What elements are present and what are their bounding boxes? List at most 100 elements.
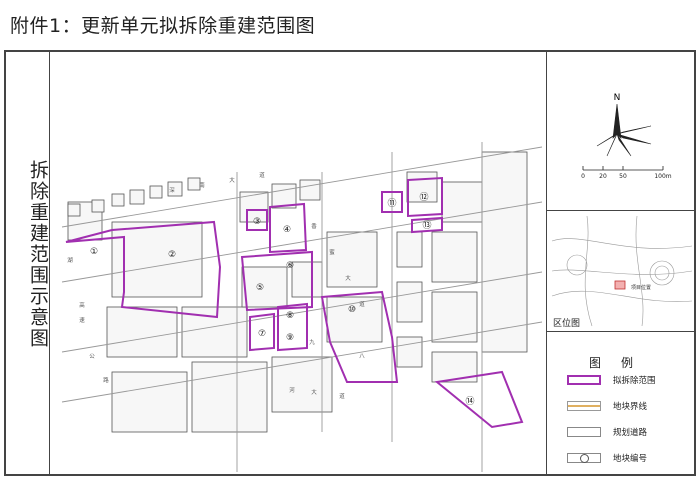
parcel-number: ③ — [253, 217, 261, 227]
building-block — [396, 231, 423, 268]
parcel-number: ① — [90, 247, 98, 257]
road-label: 公 — [89, 354, 95, 360]
scale-tick: 50 — [619, 173, 627, 180]
road-label: 道 — [339, 392, 345, 400]
parcel-number: ⑨ — [286, 333, 294, 343]
demolition-boundary-4 — [269, 202, 308, 254]
road-label: 河 — [289, 386, 295, 394]
road-label: 道 — [259, 171, 265, 179]
building — [129, 189, 145, 205]
building-block — [431, 291, 478, 343]
parcel-number: ⑧ — [286, 311, 294, 321]
north-arrow-icon — [596, 103, 652, 157]
demolition-boundary-7 — [249, 312, 275, 352]
parcel-number: ⑩ — [348, 305, 356, 315]
legend-swatch-demolition — [567, 375, 601, 385]
road-label: 大 — [345, 274, 351, 282]
road-label: 湖 — [67, 256, 73, 264]
demolition-boundary-13 — [411, 216, 443, 234]
building — [67, 203, 81, 217]
building — [187, 177, 201, 191]
parcel-number: ⑦ — [258, 329, 266, 339]
demolition-boundary-3 — [246, 209, 268, 231]
location-inset: 项目位置 — [547, 210, 695, 332]
building-block — [406, 171, 438, 203]
building-block — [431, 351, 478, 383]
building — [299, 179, 321, 201]
demolition-boundary-8-9 — [277, 302, 308, 352]
scale-tick: 100m — [654, 173, 671, 180]
legend-swatch-parcel-line — [567, 401, 601, 411]
demolition-boundary-5-6 — [240, 250, 313, 312]
road — [61, 146, 543, 228]
building-block — [441, 181, 483, 223]
road-label: 道 — [359, 300, 365, 308]
road — [61, 271, 543, 353]
building-block — [241, 266, 288, 308]
building — [271, 183, 297, 209]
legend-swatch-parcel-number — [567, 453, 601, 463]
building-block — [111, 371, 188, 433]
building — [167, 181, 183, 197]
building-block — [481, 151, 528, 353]
right-panel: N 0 20 50 100m — [546, 52, 695, 474]
sidebar: 拆除重建范围示意图 — [6, 52, 50, 474]
legend-label: 地块编号 — [613, 454, 648, 464]
parcel-number: ④ — [283, 225, 291, 235]
road-label: 蜜 — [329, 248, 335, 256]
demolition-boundary-11 — [381, 191, 403, 213]
scale-tick: 0 — [581, 173, 585, 180]
building-block — [431, 231, 478, 283]
demolition-boundary-12 — [407, 176, 443, 218]
road-label: 八 — [359, 354, 365, 360]
map-canvas: ① ② ③ ④ ⑤ ⑥ ⑦ ⑧ ⑨ ⑩ ⑪ ⑫ ⑬ ⑭ 深 南 大 道 — [61, 142, 543, 472]
road-label: 大 — [229, 176, 235, 184]
road-label: 速 — [79, 317, 85, 324]
scale-bar — [582, 166, 664, 171]
legend-item: 地块编号 — [567, 452, 647, 464]
demolition-boundary-14 — [434, 370, 524, 429]
vertical-title: 拆除重建范围示意图 — [27, 160, 49, 349]
parcel-number: ⑭ — [465, 396, 474, 407]
parcel-number: ⑤ — [256, 283, 264, 293]
parcel-number: ⑫ — [419, 192, 428, 203]
road-label: 路 — [103, 376, 109, 384]
legend-item: 规划道路 — [567, 426, 647, 438]
road-label: 香 — [311, 222, 317, 230]
legend-label: 拟拆除范围 — [613, 376, 656, 386]
building-block — [396, 336, 423, 368]
road-label: 大 — [311, 388, 317, 396]
legend-swatch-road — [567, 427, 601, 437]
parcel-number: ② — [168, 250, 176, 260]
legend-item: 拟拆除范围 — [567, 374, 656, 386]
road — [61, 321, 543, 403]
legend-label: 规划道路 — [613, 428, 648, 438]
building — [149, 185, 163, 199]
road-label: 南 — [199, 181, 205, 189]
building-block — [326, 231, 378, 288]
building-block — [291, 261, 323, 298]
site-marker — [614, 280, 626, 290]
building-block — [191, 361, 268, 433]
building-block — [396, 281, 423, 323]
parcel-number: ⑬ — [422, 220, 431, 231]
demolition-boundary-1-2 — [65, 220, 222, 319]
map-frame: 拆除重建范围示意图 — [4, 50, 696, 476]
legend-title: 图例 — [588, 356, 653, 370]
road-label: 九 — [309, 338, 315, 346]
parcel-number: ⑥ — [286, 261, 294, 271]
north-label: N — [614, 93, 621, 103]
road-label: 高 — [79, 301, 85, 309]
page-title: 附件1：更新单元拟拆除重建范围图 — [10, 15, 316, 37]
legend-item: 地块界线 — [567, 400, 647, 412]
building-block — [106, 306, 178, 358]
scale-tick: 20 — [599, 173, 607, 180]
compass-scale: N 0 20 50 100m — [581, 93, 672, 180]
building-block — [111, 221, 203, 298]
road — [61, 201, 543, 283]
inset-label: 区位图 — [553, 319, 581, 329]
parcel-number: ⑪ — [387, 198, 396, 209]
site-label: 项目位置 — [631, 284, 651, 291]
main-map: ① ② ③ ④ ⑤ ⑥ ⑦ ⑧ ⑨ ⑩ ⑪ ⑫ ⑬ ⑭ 深 南 大 道 — [52, 52, 546, 474]
demolition-boundary-10 — [320, 290, 399, 383]
